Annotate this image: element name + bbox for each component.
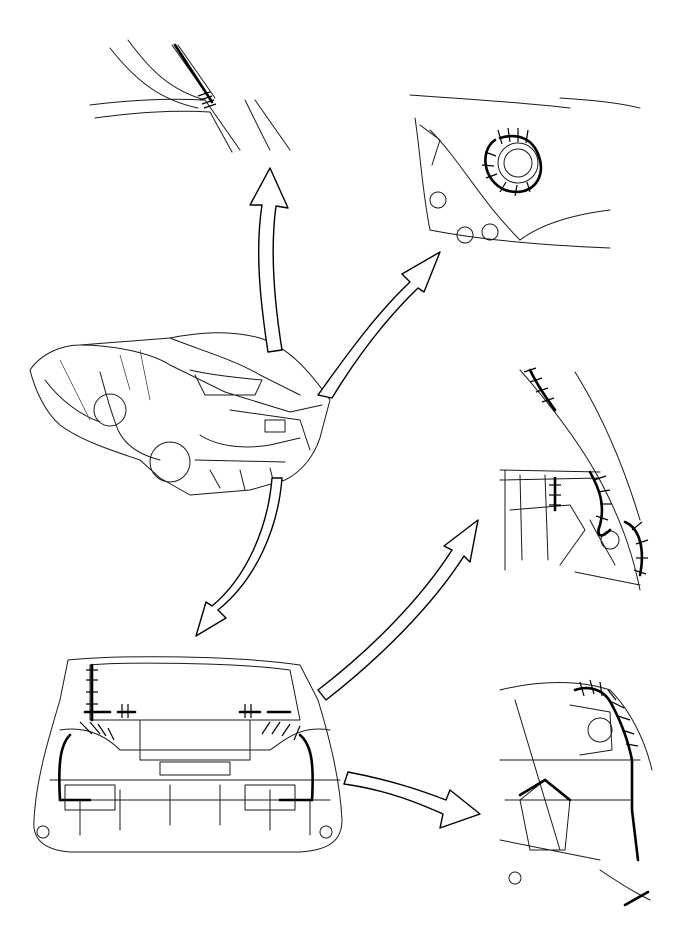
sealer-bead: [173, 43, 214, 104]
sealer-bead: [588, 470, 612, 537]
sealer-bead: [573, 686, 634, 762]
arrow-to-quarter-panel-detail: [317, 519, 479, 701]
sealer-hatch: [197, 91, 217, 109]
detail-quarter-panel: [499, 367, 649, 591]
arrow-to-rear-view: [195, 477, 283, 637]
detail-pillar-joint: [89, 39, 291, 153]
sealer-bead: [298, 733, 314, 802]
vehicle-body-shell: [29, 332, 331, 496]
sealer-hatch: [523, 367, 649, 575]
sealer-bead: [623, 520, 644, 577]
sealer-bead: [58, 733, 72, 802]
detail-rear-panel-corner: [499, 679, 653, 907]
sealer-bead: [528, 368, 557, 412]
sealer-hatch: [481, 127, 531, 197]
sealer-bead: [484, 134, 543, 194]
sealer-hatch: [79, 669, 301, 741]
arrow-to-fuel-filler-detail: [317, 251, 441, 399]
sealer-bead: [630, 758, 640, 862]
arrow-to-pillar-detail: [249, 167, 289, 353]
sealer-bead: [623, 890, 650, 907]
sealer-hatch: [579, 679, 639, 747]
sealer-bead: [518, 778, 572, 802]
rear-body-view: [33, 656, 343, 853]
arrow-to-rear-corner-detail: [343, 771, 481, 829]
detail-fuel-filler: [409, 94, 641, 249]
